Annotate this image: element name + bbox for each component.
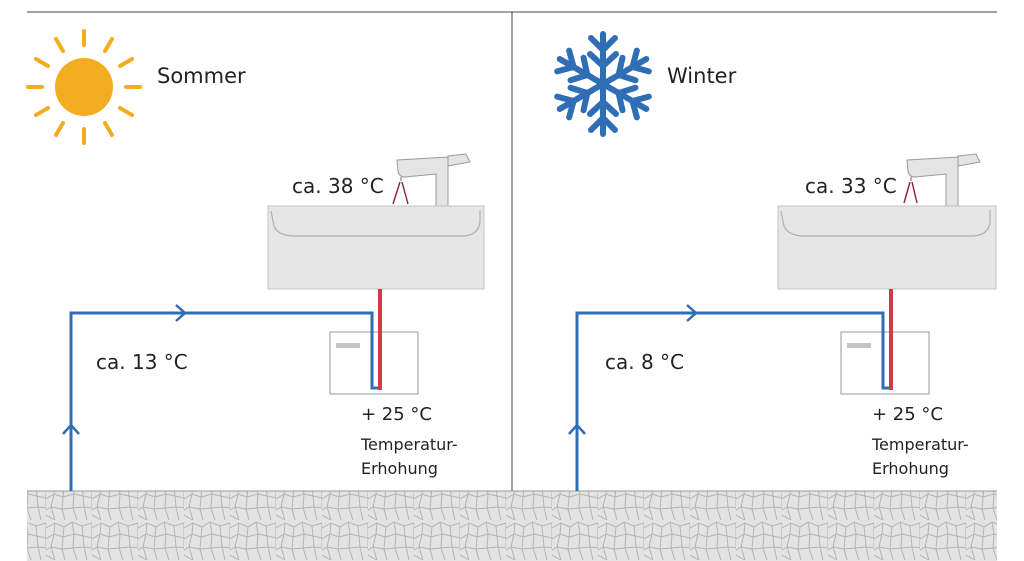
summer-rise-label-line1: Temperatur- — [361, 435, 458, 454]
cold-water-pipe — [575, 311, 890, 491]
flow-arrow-right — [686, 304, 698, 322]
water-stream-icon — [392, 181, 409, 205]
cold-water-pipe — [69, 311, 379, 491]
summer-title: Sommer — [157, 64, 246, 88]
flow-arrow-up — [62, 423, 80, 435]
sink-basin — [777, 205, 997, 290]
winter-inlet-temperature: ca. 8 °C — [605, 350, 685, 374]
heater-indicator — [336, 343, 360, 348]
winter-rise-label-line1: Temperatur- — [872, 435, 969, 454]
water-heater — [840, 331, 930, 395]
flow-arrow-up — [568, 423, 586, 435]
winter-tap-temperature: ca. 33 °C — [805, 174, 897, 198]
flow-arrow-right — [175, 304, 187, 322]
summer-rise-label-line2: Erhohung — [361, 459, 438, 478]
water-stream-icon — [903, 181, 918, 204]
water-heater — [329, 331, 419, 395]
winter-title: Winter — [667, 64, 737, 88]
faucet-icon — [906, 153, 981, 207]
heater-indicator — [847, 343, 871, 348]
winter-temperature-rise: + 25 °C — [872, 404, 943, 425]
summer-temperature-rise: + 25 °C — [361, 404, 432, 425]
winter-rise-label-line2: Erhohung — [872, 459, 949, 478]
sink-bowl-outline — [780, 210, 991, 237]
snowflake-icon — [553, 31, 653, 134]
sink-bowl-outline — [270, 210, 481, 237]
ground-texture — [27, 491, 997, 561]
sink-basin — [267, 205, 485, 290]
faucet-icon — [396, 153, 471, 207]
sun-icon — [26, 29, 142, 145]
summer-tap-temperature: ca. 38 °C — [292, 174, 384, 198]
summer-inlet-temperature: ca. 13 °C — [96, 350, 188, 374]
